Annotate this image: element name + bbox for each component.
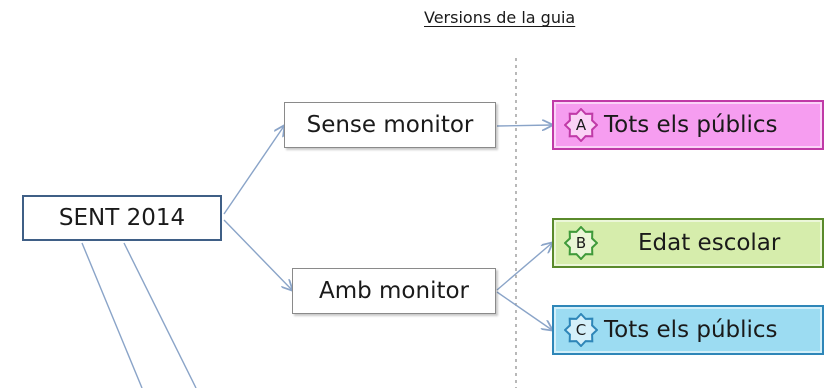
arrow-root-to-amb — [223, 219, 292, 290]
leaf-node-c: C Tots els públics — [552, 305, 824, 355]
branch-node-label: Amb monitor — [318, 278, 470, 304]
connector-down-right — [123, 242, 197, 388]
branch-node-sense-monitor: Sense monitor — [284, 102, 496, 148]
leaf-label: Edat escolar — [638, 230, 781, 256]
leaf-label: Tots els públics — [604, 112, 778, 138]
leaf-label: Tots els públics — [604, 317, 778, 343]
root-node: SENT 2014 — [22, 195, 222, 241]
leaf-node-a: A Tots els públics — [552, 100, 824, 150]
branch-node-amb-monitor: Amb monitor — [292, 268, 496, 314]
connector-down-left — [81, 242, 143, 388]
root-node-label: SENT 2014 — [58, 205, 186, 231]
badge-letter: B — [575, 234, 587, 252]
leaf-node-b: B Edat escolar — [552, 218, 824, 268]
arrow-root-to-sense — [223, 126, 284, 215]
branch-node-label: Sense monitor — [306, 112, 474, 138]
arrow-amb-to-b — [496, 243, 552, 291]
star-badge-icon: B — [564, 226, 598, 260]
diagram-title: Versions de la guia — [424, 8, 576, 27]
badge-letter: C — [575, 321, 587, 339]
star-badge-icon: C — [564, 313, 598, 347]
arrow-sense-to-a — [496, 125, 552, 126]
arrow-amb-to-c — [496, 291, 552, 330]
badge-letter: A — [575, 116, 587, 134]
star-badge-icon: A — [564, 108, 598, 142]
